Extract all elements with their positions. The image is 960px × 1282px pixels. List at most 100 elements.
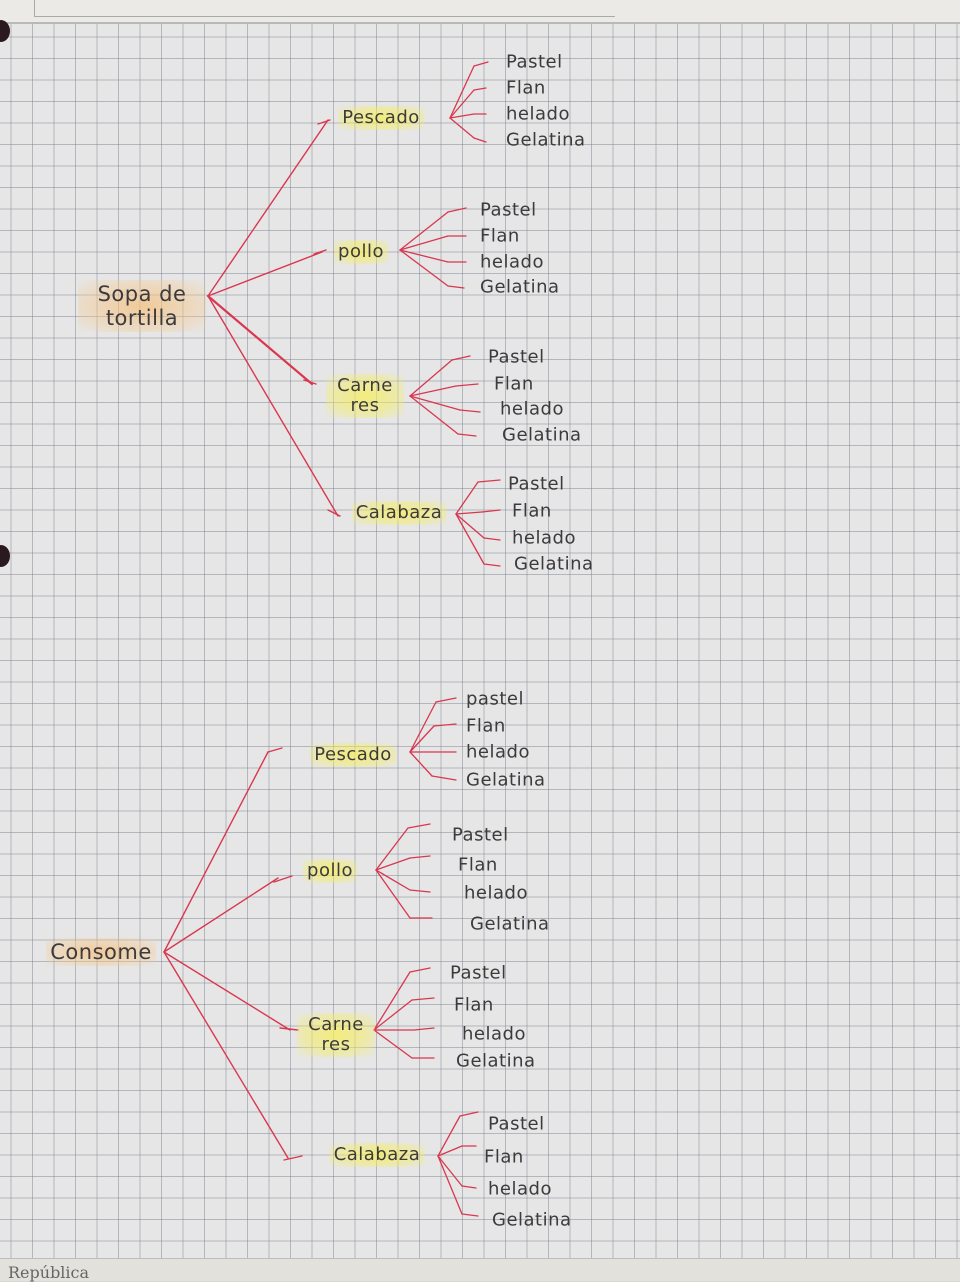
leaf-flan: Flan	[458, 854, 498, 876]
leaf-gelatina: Gelatina	[492, 1209, 572, 1231]
leaf-connector	[409, 889, 431, 893]
leaf-connector	[455, 481, 479, 515]
leaf-connector	[437, 1155, 463, 1215]
leaf-helado: helado	[512, 527, 576, 549]
leaf-flan: Flan	[454, 994, 494, 1016]
leaf-connector	[437, 1155, 463, 1187]
leaf-connector	[375, 869, 411, 919]
leaf-connector	[409, 701, 437, 753]
leaf-connector	[459, 409, 481, 413]
branch-connector	[279, 1027, 299, 1031]
leaf-connector	[375, 869, 411, 891]
leaf-flan: Flan	[512, 500, 552, 522]
leaf-connector	[409, 855, 431, 859]
branch-connector	[207, 295, 339, 517]
binder-hole	[0, 545, 10, 567]
leaf-connector	[413, 1027, 435, 1031]
leaf-connector	[373, 971, 411, 1031]
leaf-gelatina: Gelatina	[456, 1050, 536, 1072]
leaf-gelatina: Gelatina	[506, 129, 586, 151]
leaf-connector	[437, 1145, 463, 1157]
leaf-connector	[399, 249, 449, 287]
leaf-connector	[409, 395, 459, 435]
leaf-helado: helado	[506, 103, 570, 125]
leaf-connector	[473, 87, 487, 91]
branch-connector	[283, 1155, 303, 1161]
leaf-connector	[399, 249, 449, 263]
leaf-connector	[409, 751, 433, 777]
branch-node-calabaza: Calabaza	[329, 1143, 425, 1167]
leaf-pastel: pastel	[466, 688, 524, 710]
leaf-connector	[477, 479, 501, 483]
leaf-connector	[473, 61, 489, 67]
leaf-connector	[451, 355, 471, 361]
leaf-pastel: Pastel	[488, 1113, 545, 1135]
leaf-pastel: Pastel	[452, 824, 509, 846]
branch-connector	[327, 509, 341, 517]
branch-node-carne-res: Carne res	[297, 1013, 375, 1057]
leaf-connector	[431, 775, 457, 781]
branch-node-pescado: Pescado	[338, 106, 424, 130]
leaf-connector	[411, 997, 435, 1001]
leaf-connector	[455, 513, 485, 539]
leaf-connector	[449, 89, 475, 119]
branch-node-calabaza: Calabaza	[351, 501, 447, 525]
leaf-connector	[409, 359, 453, 397]
leaf-helado: helado	[464, 882, 528, 904]
branch-connector	[163, 951, 289, 1159]
leaf-connector	[409, 967, 431, 973]
leaf-connector	[455, 513, 485, 565]
leaf-connector	[435, 697, 457, 703]
leaf-pastel: Pastel	[450, 962, 507, 984]
leaf-connector	[373, 999, 413, 1031]
leaf-connector	[459, 1111, 479, 1117]
leaf-connector	[373, 1029, 413, 1059]
leaf-gelatina: Gelatina	[470, 913, 550, 935]
root-node-consome: Consome	[46, 938, 156, 966]
leaf-gelatina: Gelatina	[480, 276, 560, 298]
leaf-flan: Flan	[466, 715, 506, 737]
leaf-helado: helado	[488, 1178, 552, 1200]
leaf-connector	[461, 1185, 477, 1189]
leaf-connector	[399, 211, 449, 251]
root-node-sopa-de-tortilla: Sopa de tortilla	[78, 280, 206, 332]
leaf-gelatina: Gelatina	[514, 553, 594, 575]
branch-connector	[207, 251, 323, 297]
branch-connector	[207, 119, 329, 297]
leaf-connector	[449, 117, 475, 139]
leaf-helado: helado	[462, 1023, 526, 1045]
branch-connector	[163, 951, 291, 1031]
leaf-connector	[433, 723, 457, 727]
leaf-pastel: Pastel	[488, 346, 545, 368]
leaf-flan: Flan	[484, 1146, 524, 1168]
leaf-pastel: Pastel	[480, 199, 537, 221]
leaf-gelatina: Gelatina	[466, 769, 546, 791]
leaf-gelatina: Gelatina	[502, 424, 582, 446]
leaf-connector	[461, 1213, 479, 1217]
branch-connector	[163, 877, 279, 953]
leaf-pastel: Pastel	[506, 51, 563, 73]
leaf-connector	[407, 823, 431, 829]
branch-node-carne-res: Carne res	[326, 374, 404, 418]
leaf-connector	[473, 137, 487, 143]
leaf-connector	[455, 383, 479, 387]
leaf-connector	[447, 285, 465, 289]
leaf-helado: helado	[480, 251, 544, 273]
leaf-flan: Flan	[494, 373, 534, 395]
branch-connector	[317, 119, 331, 125]
leaf-connector	[375, 857, 411, 871]
leaf-flan: Flan	[480, 225, 520, 247]
branch-node-pollo: pollo	[303, 859, 357, 883]
footer-text: República	[8, 1263, 90, 1282]
page-footer: República	[0, 1258, 960, 1282]
leaf-connector	[409, 395, 461, 411]
leaf-connector	[437, 1115, 461, 1157]
leaf-connector	[409, 385, 457, 397]
branch-node-pollo: pollo	[334, 240, 388, 264]
leaf-connector	[409, 725, 435, 753]
branch-connector	[267, 747, 283, 753]
branch-connector	[206, 294, 314, 386]
leaf-pastel: Pastel	[508, 473, 565, 495]
